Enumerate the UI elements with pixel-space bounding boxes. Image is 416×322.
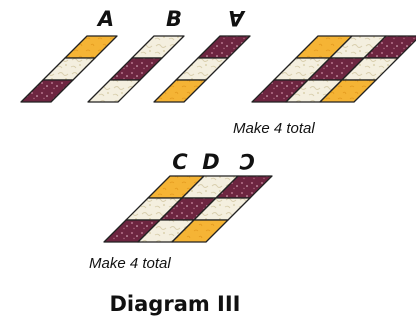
- strip-b-cell-1: [131, 35, 185, 59]
- top-block-cell-r3c3: [319, 79, 377, 103]
- column-c-rotated-label: C: [239, 149, 255, 173]
- top-block: [251, 35, 416, 103]
- bottom-block: [103, 175, 273, 243]
- make-total-note-top: Make 4 total: [233, 120, 315, 137]
- make-total-note-bottom: Make 4 total: [89, 255, 171, 272]
- strip-a-rotated-cell-2: [175, 57, 229, 81]
- strip-a-rotated-cell-3: [153, 79, 207, 103]
- strip-a-cell-2: [42, 57, 96, 81]
- strip-a-cell-1: [64, 35, 118, 59]
- strip-b: [87, 35, 185, 103]
- strip-a-cell-3: [20, 79, 74, 103]
- diagram-title: Diagram III: [110, 292, 241, 316]
- strip-b-cell-2: [109, 57, 163, 81]
- strip-b-label: B: [166, 7, 182, 31]
- strip-a-rotated-label: A: [228, 6, 246, 30]
- strip-b-cell-3: [87, 79, 141, 103]
- strip-a-label: A: [96, 7, 114, 31]
- column-d-label: D: [202, 150, 219, 174]
- column-c-label: C: [172, 150, 188, 174]
- bottom-block-cell-r3c3: [171, 219, 229, 243]
- strip-a: [20, 35, 118, 103]
- strip-a-rotated-cell-1: [197, 35, 251, 59]
- strip-a-rotated: [153, 35, 251, 103]
